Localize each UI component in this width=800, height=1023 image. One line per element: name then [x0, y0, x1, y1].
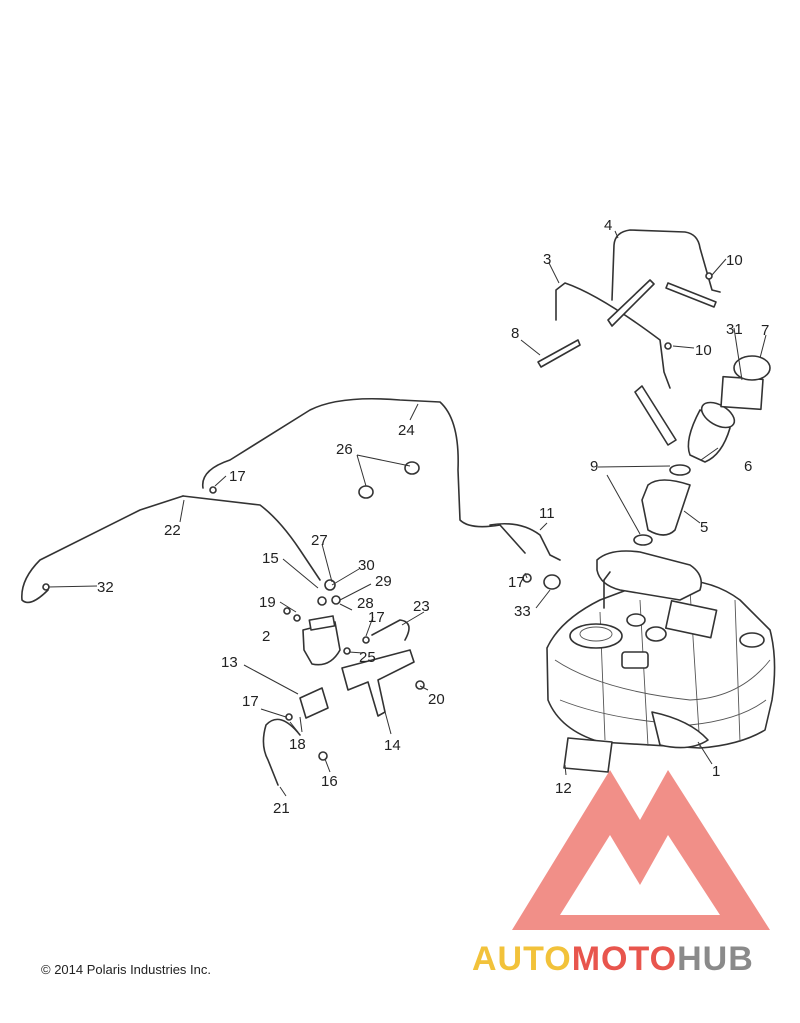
callout-10a: 10 [726, 252, 743, 269]
callout-33: 33 [514, 603, 531, 620]
callout-5: 5 [700, 519, 708, 536]
callout-28: 28 [357, 595, 374, 612]
callout-21: 21 [273, 800, 290, 817]
watermark-moto: MOTO [571, 940, 678, 978]
tank-straps [537, 229, 721, 389]
callout-22: 22 [164, 522, 181, 539]
fuel-tank [546, 550, 776, 749]
callout-31: 31 [726, 321, 743, 338]
watermark-logo [512, 770, 770, 930]
callout-6: 6 [744, 458, 752, 475]
callout-15: 15 [262, 550, 279, 567]
callout-25: 25 [359, 649, 376, 666]
callout-1: 1 [712, 763, 720, 780]
label-decal [563, 737, 613, 773]
filter-assembly [283, 579, 425, 761]
clamps [358, 461, 561, 590]
callout-7: 7 [761, 322, 769, 339]
callout-10b: 10 [695, 342, 712, 359]
callout-16: 16 [321, 773, 338, 790]
callout-2: 2 [262, 628, 270, 645]
callout-numbers: 1 2 3 4 5 6 7 8 9 10 10 11 12 13 14 15 1… [97, 217, 769, 817]
watermark-auto: AUTO [472, 940, 572, 978]
callout-13: 13 [221, 654, 238, 671]
copyright-notice: © 2014 Polaris Industries Inc. [41, 962, 211, 977]
fill-hose [633, 464, 691, 546]
callout-23: 23 [413, 598, 430, 615]
callout-32: 32 [97, 579, 114, 596]
callout-12: 12 [555, 780, 572, 797]
callout-14: 14 [384, 737, 401, 754]
callout-17b: 17 [508, 574, 525, 591]
callout-17d: 17 [242, 693, 259, 710]
callout-27: 27 [311, 532, 328, 549]
callout-20: 20 [428, 691, 445, 708]
filler-neck-assembly [634, 355, 771, 463]
callout-17c: 17 [368, 609, 385, 626]
watermark-hub: HUB [677, 940, 754, 978]
leader-lines [47, 230, 767, 797]
callout-17a: 17 [229, 468, 246, 485]
callout-8: 8 [511, 325, 519, 342]
watermark-text: AUTOMOTOHUB [472, 940, 754, 979]
callout-4: 4 [604, 217, 612, 234]
callout-30: 30 [358, 557, 375, 574]
callout-19: 19 [259, 594, 276, 611]
callout-11: 11 [539, 505, 555, 522]
callout-24: 24 [398, 422, 415, 439]
callout-26: 26 [336, 441, 353, 458]
callout-9: 9 [590, 458, 598, 475]
callout-18: 18 [289, 736, 306, 753]
callout-29: 29 [375, 573, 392, 590]
fuel-lines [21, 397, 561, 786]
callout-3: 3 [543, 251, 551, 268]
